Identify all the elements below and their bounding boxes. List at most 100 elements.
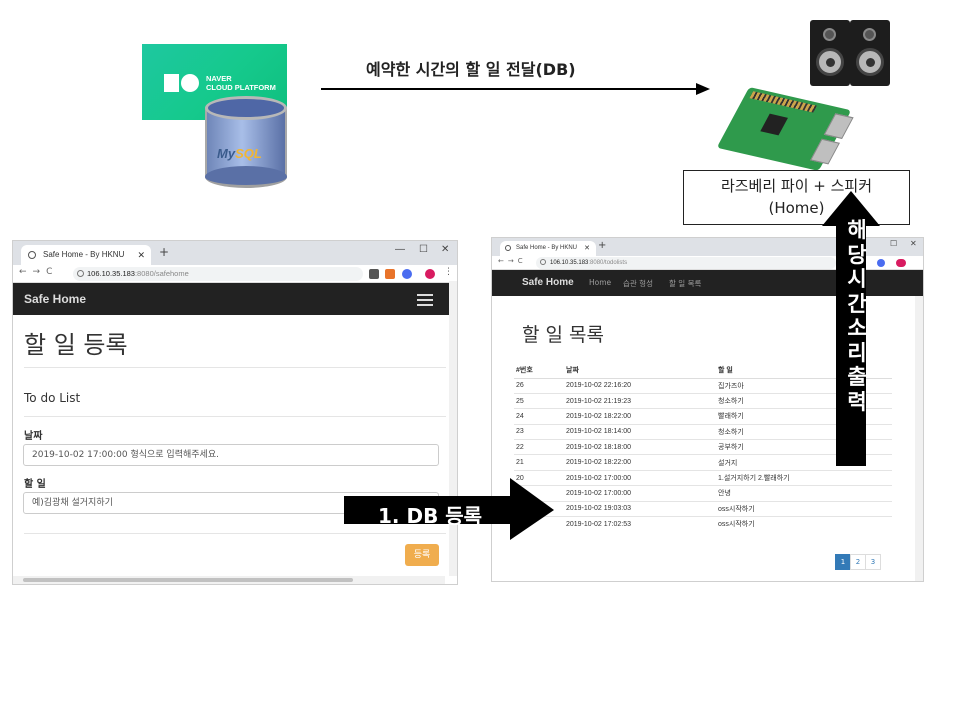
naver-cloud-mark-icon xyxy=(164,74,199,92)
divider xyxy=(24,367,446,368)
cell-number: 21 xyxy=(514,454,564,471)
address-bar: ←→C 106.10.35.183:8080/todolists xyxy=(492,256,923,270)
mysql-label: MySQL xyxy=(217,146,262,161)
nav-todo-list[interactable]: 할 일 목록 xyxy=(669,279,702,288)
vertical-scrollbar[interactable] xyxy=(449,281,457,576)
minimize-icon[interactable]: — xyxy=(395,244,405,255)
cell-date: 2019-10-02 18:22:00 xyxy=(564,454,716,471)
raspberry-pi-icon xyxy=(716,87,854,171)
page-title: 할 일 등록 xyxy=(24,331,128,359)
menu-dots-icon[interactable]: ⋮ xyxy=(444,267,453,277)
divider xyxy=(24,416,446,417)
cell-task: 안녕 xyxy=(716,485,892,502)
pagination: 1 2 3 xyxy=(835,554,881,570)
cell-number: 25 xyxy=(514,392,564,409)
top-arrow-label: 예약한 시간의 할 일 전달(DB) xyxy=(366,60,576,79)
column-header-number: #번호 xyxy=(514,362,564,379)
mysql-database-icon: MySQL xyxy=(205,96,287,188)
page-1-button[interactable]: 1 xyxy=(835,554,851,570)
site-navbar: Safe Home xyxy=(13,283,457,315)
extension-icon[interactable] xyxy=(402,269,412,279)
extension-icon[interactable] xyxy=(369,269,379,279)
browser-tab[interactable]: Safe Home - By HKNU ✕ xyxy=(500,241,596,256)
sound-output-arrow xyxy=(822,191,880,466)
nav-buttons-icon[interactable]: ←→C xyxy=(498,257,527,265)
left-page-content: 할 일 등록 To do List 날짜 2019-10-02 17:00:00… xyxy=(13,315,457,584)
cell-task: 1.설거지하기 2.빨래하기 xyxy=(716,469,892,486)
maximize-icon[interactable]: ☐ xyxy=(419,244,428,255)
cell-number: 23 xyxy=(514,423,564,440)
left-browser-window: Safe Home - By HKNU ✕ + — ☐ ✕ ←→C 106.10… xyxy=(12,240,458,585)
brand-link[interactable]: Safe Home xyxy=(24,292,87,306)
maximize-icon[interactable]: ☐ xyxy=(890,239,898,248)
hamburger-menu-icon[interactable] xyxy=(417,294,433,306)
cell-date: 2019-10-02 17:00:00 xyxy=(564,469,716,486)
submit-button[interactable]: 등록 xyxy=(405,544,439,566)
cell-date: 2019-10-02 18:22:00 xyxy=(564,408,716,425)
nav-habit[interactable]: 습관 형성 xyxy=(623,279,653,288)
address-bar: ←→C 106.10.35.183:8080/safehome ⋮ xyxy=(13,265,457,283)
horizontal-scrollbar[interactable] xyxy=(13,576,445,584)
sound-output-label: 해 당 시 간 소 리 출 력 xyxy=(847,218,867,414)
close-window-icon[interactable]: ✕ xyxy=(910,239,917,248)
cell-date: 2019-10-02 21:19:23 xyxy=(564,392,716,409)
task-label: 할 일 xyxy=(24,479,46,490)
globe-icon xyxy=(505,245,511,251)
extension-icon[interactable] xyxy=(385,269,395,279)
close-tab-icon[interactable]: ✕ xyxy=(137,250,145,260)
extension-icon[interactable] xyxy=(877,259,885,267)
cell-date: 2019-10-02 18:18:00 xyxy=(564,439,716,455)
cell-date: 2019-10-02 17:00:00 xyxy=(564,485,716,502)
nav-home[interactable]: Home xyxy=(589,278,612,287)
cell-date: 2019-10-02 22:16:20 xyxy=(564,377,716,394)
page-2-button[interactable]: 2 xyxy=(850,554,866,570)
tab-bar: Safe Home - By HKNU ✕ + — ☐ ✕ xyxy=(13,241,457,265)
page-3-button[interactable]: 3 xyxy=(865,554,881,570)
tab-bar: Safe Home - By HKNU ✕ + ☐ ✕ xyxy=(492,238,923,256)
cell-date: 2019-10-02 18:14:00 xyxy=(564,423,716,440)
url-field[interactable]: 106.10.35.183:8080/safehome xyxy=(73,267,363,281)
info-icon xyxy=(77,270,84,277)
raspberry-home-box: 라즈베리 파이 + 스피커 (Home) xyxy=(683,170,910,225)
profile-avatar[interactable] xyxy=(425,269,435,279)
new-tab-icon[interactable]: + xyxy=(159,245,170,259)
cell-date: 2019-10-02 19:03:03 xyxy=(564,500,716,517)
close-tab-icon[interactable]: ✕ xyxy=(584,245,590,252)
profile-avatar[interactable] xyxy=(896,259,906,267)
cell-task: oss시작하기 xyxy=(716,500,892,517)
top-arrow xyxy=(321,83,710,95)
cell-number: 26 xyxy=(514,377,564,394)
vertical-scrollbar[interactable] xyxy=(915,296,923,581)
home-box-line1: 라즈베리 파이 + 스피커 xyxy=(720,177,873,195)
new-tab-icon[interactable]: + xyxy=(598,240,607,251)
nav-buttons-icon[interactable]: ←→C xyxy=(19,267,59,277)
globe-icon xyxy=(28,251,36,259)
column-header-date: 날짜 xyxy=(564,362,716,379)
url-field[interactable]: 106.10.35.183:8080/todolists xyxy=(536,257,836,269)
cell-number: 22 xyxy=(514,439,564,455)
cell-number: 20 xyxy=(514,469,564,486)
date-label: 날짜 xyxy=(24,431,43,442)
brand-link[interactable]: Safe Home xyxy=(522,277,574,288)
info-icon xyxy=(540,259,546,265)
db-register-arrow xyxy=(344,478,554,540)
page-title: 할 일 목록 xyxy=(522,324,604,346)
naver-cloud-text: NAVER CLOUD PLATFORM xyxy=(206,74,276,92)
section-title: To do List xyxy=(24,391,81,405)
cell-task: oss시작하기 xyxy=(716,516,892,532)
task-input[interactable]: 예)김광채 설거지하기 xyxy=(23,492,439,514)
speaker-right-icon xyxy=(850,20,890,86)
divider xyxy=(24,533,446,534)
cell-date: 2019-10-02 17:02:53 xyxy=(564,516,716,532)
speaker-left-icon xyxy=(810,20,850,86)
browser-tab[interactable]: Safe Home - By HKNU ✕ xyxy=(21,245,151,265)
date-input[interactable]: 2019-10-02 17:00:00 형식으로 입력해주세요. xyxy=(23,444,439,466)
close-window-icon[interactable]: ✕ xyxy=(441,244,450,255)
cell-number: 24 xyxy=(514,408,564,425)
home-box-line2: (Home) xyxy=(768,199,825,217)
